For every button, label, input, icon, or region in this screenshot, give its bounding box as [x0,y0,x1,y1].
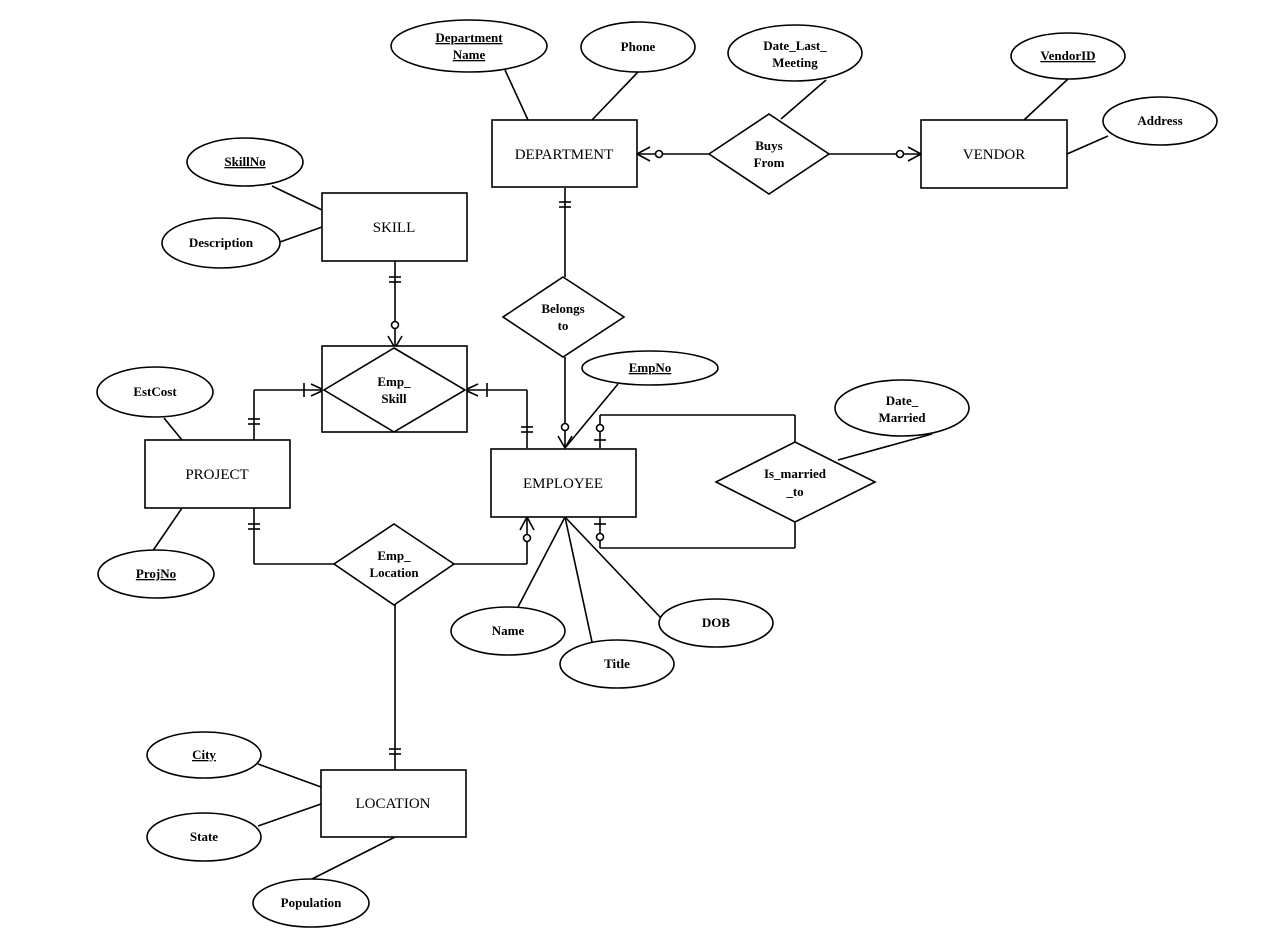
buys-from-line2: From [754,155,785,170]
attr-skill-no-label: SkillNo [224,154,265,169]
belongs-to-line1: Belongs [541,301,584,316]
attr-date-last-meeting-line2: Meeting [772,55,818,70]
attr-proj-no[interactable]: ProjNo [97,549,215,599]
attr-state-label: State [190,829,218,844]
attr-date-last-meeting-line1: Date_Last_ [763,38,827,53]
attr-vendor-id[interactable]: VendorID [1010,32,1126,80]
attr-title-label: Title [604,656,630,671]
attr-dob-label: DOB [702,615,731,630]
relationship-emp-skill[interactable]: Emp_ Skill [322,347,467,433]
attr-state[interactable]: State [146,812,262,862]
attr-description[interactable]: Description [161,217,281,269]
buys-from-line1: Buys [755,138,782,153]
entity-skill-label: SKILL [373,220,416,236]
attr-date-married[interactable]: Date_ Married [834,379,970,437]
cardinality-marks [248,146,922,755]
relationship-emp-location[interactable]: Emp_ Location [332,523,456,606]
attr-emp-no[interactable]: EmpNo [581,350,719,386]
attr-population-label: Population [281,895,342,910]
attr-est-cost-label: EstCost [133,384,177,399]
attr-vendor-id-label: VendorID [1040,48,1095,63]
entity-department-label: DEPARTMENT [515,147,614,163]
attr-phone-label: Phone [621,39,656,54]
attr-name-label: Name [492,623,525,638]
entity-department[interactable]: DEPARTMENT [491,119,638,188]
relationship-buys-from[interactable]: Buys From [707,113,831,195]
attr-proj-no-label: ProjNo [136,566,176,581]
belongs-to-line2: to [558,318,569,333]
emp-location-line1: Emp_ [377,548,411,563]
attr-description-label: Description [189,235,254,250]
emp-skill-line1: Emp_ [377,374,411,389]
entity-employee-label: EMPLOYEE [523,476,603,492]
attr-city[interactable]: City [146,731,262,779]
is-married-to-line2: _to [785,484,803,499]
entity-location[interactable]: LOCATION [320,769,467,838]
attr-department-name-line2: Name [453,47,486,62]
is-married-to-line1: Is_married [764,466,827,481]
attr-title[interactable]: Title [559,639,675,689]
attr-address-label: Address [1137,113,1182,128]
attr-phone[interactable]: Phone [580,21,696,73]
attr-name[interactable]: Name [450,606,566,656]
attr-population[interactable]: Population [252,878,370,928]
relationship-belongs-to[interactable]: Belongs to [501,276,626,358]
relationship-links [253,153,921,770]
attr-address[interactable]: Address [1102,96,1218,146]
attr-department-name-line1: Department [435,30,503,45]
entity-project-label: PROJECT [185,467,248,483]
emp-location-line2: Location [369,565,419,580]
attr-date-married-line2: Married [879,410,927,425]
entity-employee[interactable]: EMPLOYEE [490,448,637,518]
attr-department-name[interactable]: Department Name [390,19,548,73]
entity-skill[interactable]: SKILL [321,192,468,262]
emp-skill-line2: Skill [381,391,407,406]
attr-city-label: City [192,747,216,762]
entity-location-label: LOCATION [356,796,431,812]
attr-skill-no[interactable]: SkillNo [186,137,304,187]
relationship-is-married-to[interactable]: Is_married _to [714,441,877,523]
attr-dob[interactable]: DOB [658,598,774,648]
attribute-links [151,69,1109,880]
attr-date-married-line1: Date_ [886,393,919,408]
attr-date-last-meeting[interactable]: Date_Last_ Meeting [727,24,863,82]
entity-vendor-label: VENDOR [963,147,1026,163]
entity-project[interactable]: PROJECT [144,439,291,509]
attr-est-cost[interactable]: EstCost [96,366,214,418]
attr-emp-no-label: EmpNo [629,360,672,375]
entity-vendor[interactable]: VENDOR [920,119,1068,189]
